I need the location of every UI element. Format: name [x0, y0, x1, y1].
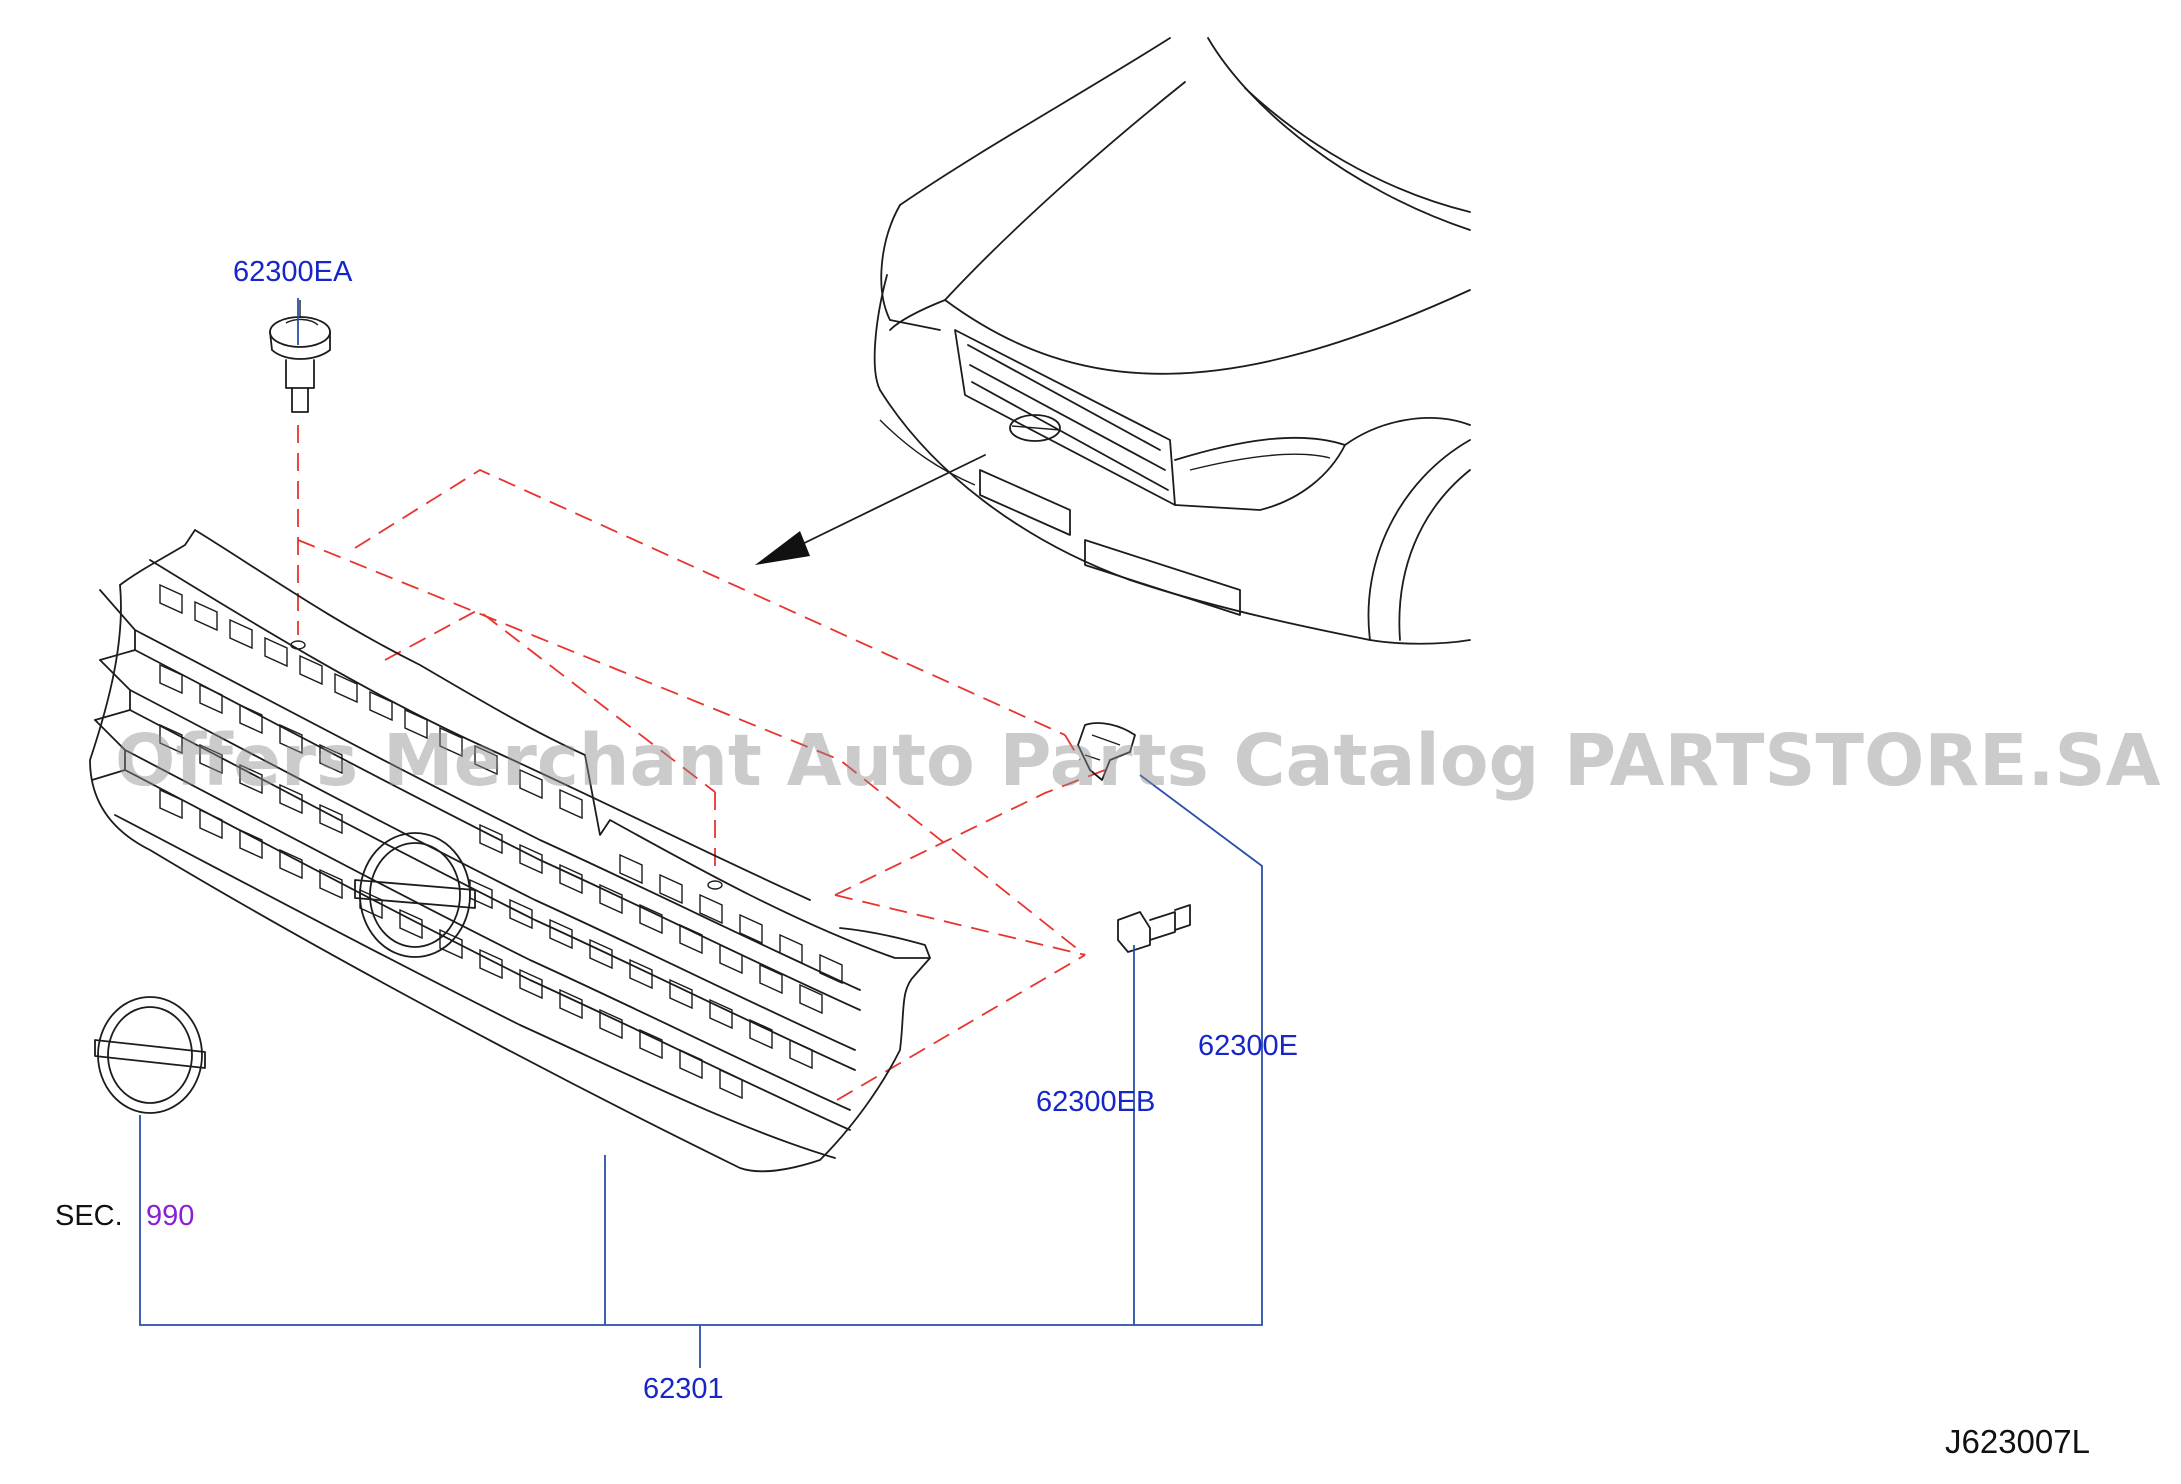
part-label-62301[interactable]: 62301 [643, 1373, 724, 1405]
car-front-drawing [873, 37, 1471, 645]
clip-lower-drawing [1117, 904, 1191, 953]
assembly-dashed-lines [297, 425, 1106, 1101]
leader-lines [139, 298, 1263, 1368]
front-grille-drawing [89, 529, 931, 1173]
watermark-text: Offers Merchant Auto Parts Catalog PARTS… [115, 719, 2161, 802]
part-label-62300E[interactable]: 62300E [1198, 1030, 1298, 1062]
part-label-62300EB[interactable]: 62300EB [1036, 1086, 1155, 1118]
clip-top-drawing [269, 300, 331, 413]
grille-slats [159, 583, 843, 1100]
grille-emblem [354, 832, 476, 958]
direction-arrow [755, 454, 986, 565]
clip-side-drawing [1077, 722, 1136, 781]
part-label-62300EA[interactable]: 62300EA [233, 256, 353, 288]
diagram-code: J623007L [1945, 1423, 2090, 1460]
emblem-sec990-drawing [94, 996, 206, 1114]
section-number-link[interactable]: 990 [146, 1200, 194, 1232]
section-prefix-label: SEC. [55, 1200, 123, 1232]
